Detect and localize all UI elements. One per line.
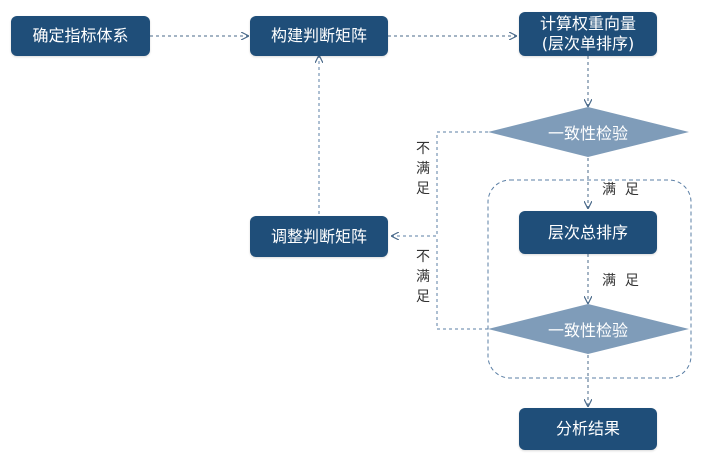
node-adjust-matrix: 调整判断矩阵 [250, 216, 388, 257]
node-compute-weight-line1: 计算权重向量 [539, 14, 636, 33]
label-satisfy-2: 满 足 [602, 273, 639, 289]
edge-check2-fail-to-adjust [436, 236, 488, 330]
node-analysis-result: 分析结果 [519, 408, 657, 450]
label-not-satisfy-1: 不 满 足 [415, 139, 431, 199]
node-total-ranking: 层次总排序 [519, 211, 657, 254]
node-determine-index-label: 确定指标体系 [32, 26, 129, 45]
consistency-check-label-2: 一致性检验 [547, 321, 628, 340]
label-not-satisfy-1-char: 足 [416, 181, 430, 197]
label-not-satisfy-1-char: 满 [416, 161, 430, 177]
node-determine-index: 确定指标体系 [11, 16, 150, 56]
node-compute-weight-line2: (层次单排序) [541, 34, 635, 53]
node-build-matrix: 构建判断矩阵 [250, 16, 388, 56]
node-build-matrix-label: 构建判断矩阵 [270, 26, 367, 45]
node-analysis-result-label: 分析结果 [555, 419, 620, 438]
node-adjust-matrix-label: 调整判断矩阵 [270, 226, 367, 246]
edge-check1-fail-to-adjust [392, 131, 488, 236]
label-not-satisfy-1-char: 不 [416, 141, 430, 157]
label-not-satisfy-2-char: 满 [416, 269, 430, 285]
consistency-check-diamond-1 [488, 107, 689, 157]
node-total-ranking-label: 层次总排序 [547, 222, 628, 242]
consistency-check-label-1: 一致性检验 [547, 124, 628, 143]
dashed-group-box [487, 179, 692, 379]
label-not-satisfy-2: 不 满 足 [415, 247, 431, 307]
label-not-satisfy-2-char: 足 [416, 289, 430, 305]
consistency-check-diamond-2 [488, 304, 689, 354]
node-compute-weight: 计算权重向量 (层次单排序) [519, 12, 657, 56]
label-satisfy-1: 满 足 [602, 182, 639, 198]
label-not-satisfy-2-char: 不 [416, 249, 430, 265]
